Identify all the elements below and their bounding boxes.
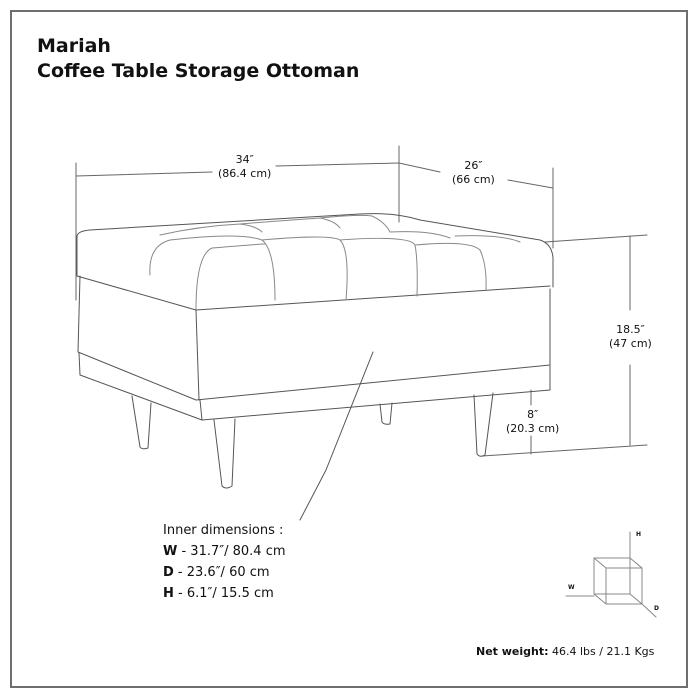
- net-weight-value: 46.4 lbs / 21.1 Kgs: [548, 645, 655, 658]
- axis-cube-icon: [565, 531, 657, 618]
- depth-label: 26″ (66 cm): [452, 159, 495, 186]
- product-type: Coffee Table Storage Ottoman: [37, 60, 360, 82]
- axis-label-w: W: [568, 584, 575, 591]
- storage-box: [77, 275, 551, 421]
- width-label: 34″ (86.4 cm): [218, 153, 272, 180]
- leader-line: [299, 351, 374, 521]
- width-dimension-line: [75, 145, 400, 301]
- net-weight-label: Net weight:: [476, 645, 549, 658]
- net-weight: Net weight: 46.4 lbs / 21.1 Kgs: [476, 645, 654, 658]
- leg-clearance-label: 8″ (20.3 cm): [506, 408, 560, 435]
- inner-dimensions: Inner dimensions : W - 31.7″/ 80.4 cm D …: [163, 520, 286, 604]
- inner-dim-row: W - 31.7″/ 80.4 cm: [163, 544, 286, 559]
- height-label: 18.5″ (47 cm): [609, 323, 652, 350]
- inner-dim-row: H - 6.1″/ 15.5 cm: [163, 586, 274, 601]
- inner-dim-row: D - 23.6″/ 60 cm: [163, 565, 270, 580]
- axis-label-h: H: [636, 531, 642, 538]
- legs: [131, 392, 494, 489]
- height-dimension-line: [481, 234, 648, 457]
- product-title: Mariah Coffee Table Storage Ottoman: [37, 34, 359, 84]
- axis-label-d: D: [654, 605, 659, 612]
- cushion: [76, 213, 554, 311]
- product-name: Mariah: [37, 35, 111, 57]
- diagram-frame: [10, 10, 688, 688]
- depth-dimension-line: [398, 162, 554, 249]
- inner-dimensions-heading: Inner dimensions :: [163, 523, 284, 538]
